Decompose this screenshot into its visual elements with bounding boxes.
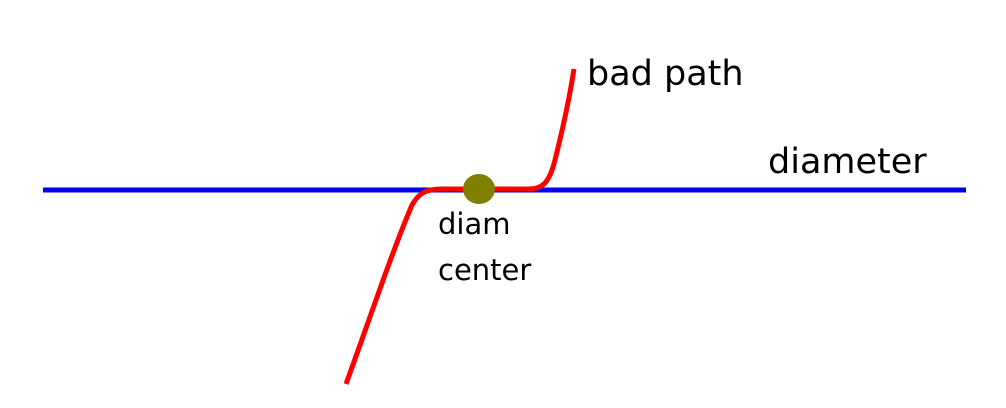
center-label-line2: center bbox=[438, 253, 531, 287]
diameter-center-dot bbox=[463, 174, 495, 204]
bad-path-curve bbox=[343, 68, 577, 385]
bad-path-label: bad path bbox=[587, 54, 744, 94]
diameter-label: diameter bbox=[768, 142, 927, 182]
center-label-line1: diam bbox=[438, 207, 511, 241]
